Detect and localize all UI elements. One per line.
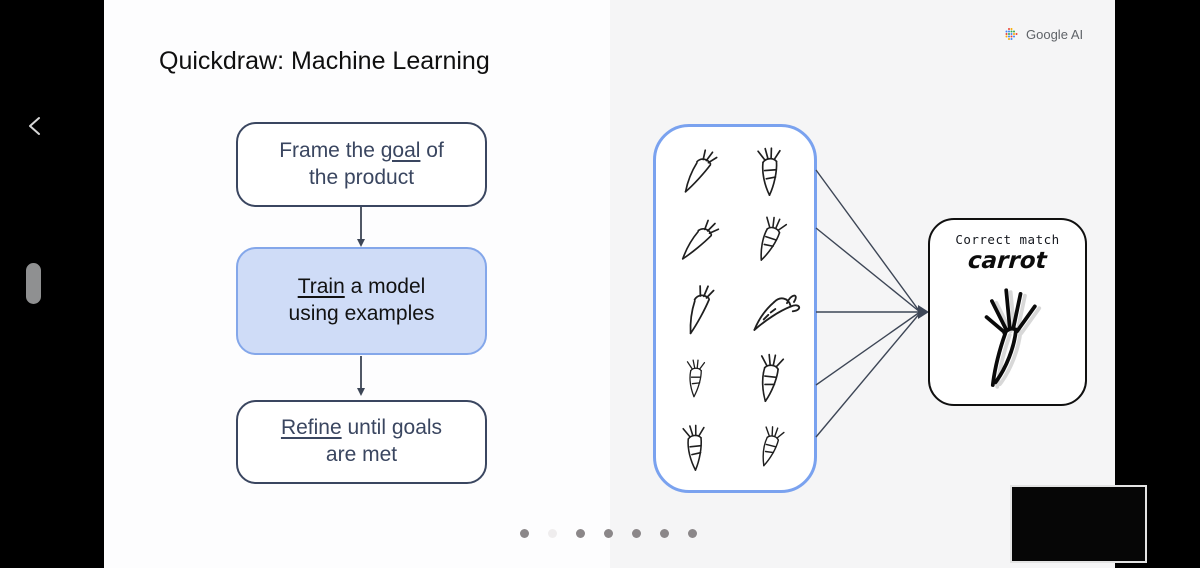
arrowhead-icon [918,305,929,319]
google-ai-logo: Google AI [1004,26,1083,42]
step-text-line1: Train a model [298,274,426,301]
carrot-sketch [735,413,810,480]
right-bezel [1115,0,1200,568]
flowchart-step-train-model: Train a model using examples [236,247,487,355]
slide-title: Quickdraw: Machine Learning [159,47,490,75]
step-text-post: a model [344,275,426,299]
pagination-dot[interactable] [688,529,697,538]
match-label: carrot [967,248,1048,274]
chevron-left-icon [29,117,40,135]
step-text-line2: the product [308,165,415,189]
step-text-line1: Refine until goals [281,415,442,442]
pagination-dots [520,529,697,538]
step-text-line1: Frame the goal of [279,138,444,165]
flow-arrow-down-icon [357,356,365,396]
flow-arrow-down-icon [357,207,365,247]
step-text-underlined: Refine [280,416,342,440]
pagination-dot[interactable] [604,529,613,538]
google-ai-dots-icon [1005,28,1018,40]
flowchart-step-frame-goal: Frame the goal of the product [236,122,487,207]
training-examples-panel [653,124,817,493]
step-text-post: until goals [341,416,443,440]
flowchart-step-refine: Refine until goals are met [236,400,487,484]
matched-carrot-drawing [984,288,1041,389]
google-ai-label: Google AI [1026,26,1084,42]
left-bezel [0,0,104,568]
carrot-sketch [660,344,735,411]
pagination-dot[interactable] [632,529,641,538]
carrot-sketch [660,137,735,204]
pip-video-window[interactable] [1010,485,1147,563]
step-text-underlined: Train [297,275,345,299]
carrot-sketch [660,413,735,480]
match-connector-lines [815,169,929,438]
step-text-underlined: goal [380,138,421,162]
carrot-sketch [735,137,810,204]
step-text-line2: are met [325,443,398,466]
pagination-dot[interactable] [520,529,529,538]
match-title: Correct match [955,232,1060,247]
pagination-dot[interactable] [660,529,669,538]
carrot-sketch [660,206,735,273]
drag-handle-pill[interactable] [26,263,41,304]
step-text-line2: using examples [288,302,435,325]
step-text-post: of [420,138,444,162]
pagination-dot[interactable] [576,529,585,538]
carrot-sketch [735,206,810,273]
carrot-sketch [735,275,810,342]
back-button[interactable] [22,112,48,140]
carrot-sketch [735,344,810,411]
pagination-dot[interactable] [548,529,557,538]
match-result-box: Correct match carrot [928,218,1087,406]
step-text-pre: Frame the [279,138,381,162]
carrot-sketch [660,275,735,342]
